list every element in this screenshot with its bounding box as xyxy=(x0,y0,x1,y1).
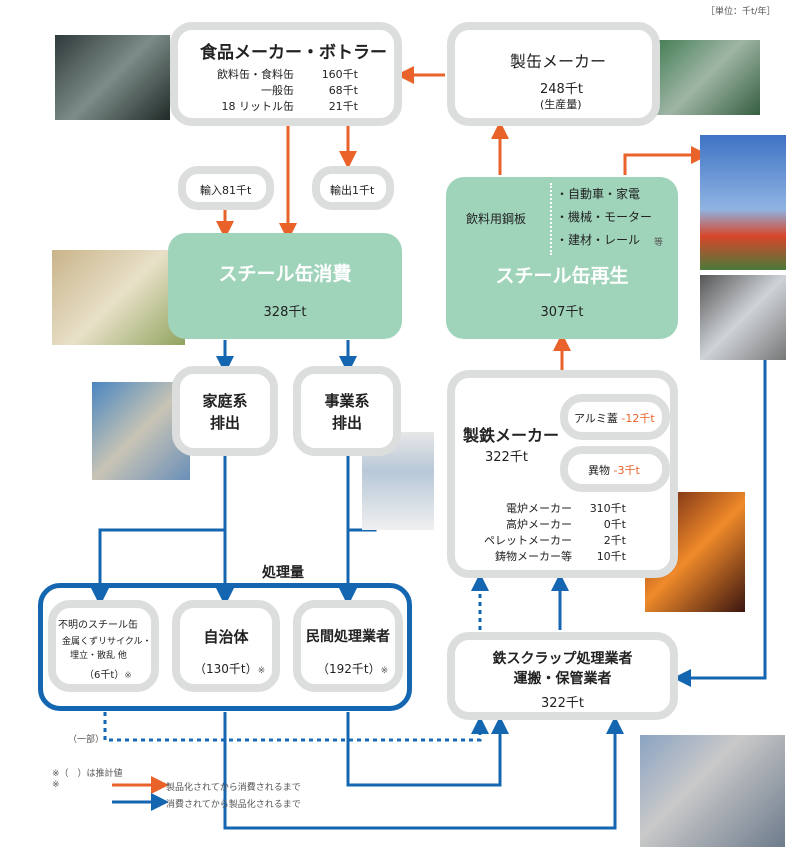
row-label: 飲料缶・食料缶 xyxy=(217,68,294,81)
children-drinking-photo xyxy=(52,250,185,345)
legend-estimate: ※（ ）は推計値 xyxy=(52,769,123,779)
etc-label: 等 xyxy=(654,238,664,248)
business-box: 事業系 排出 xyxy=(293,366,401,456)
row-label: 18 リットル缶 xyxy=(221,100,295,113)
private-box: 民間処理業者 （192千t）※ xyxy=(293,600,403,692)
unknown-sub: 金属くずリサイクル・ xyxy=(62,637,152,647)
consumption-title: スチール缶消費 xyxy=(218,263,352,285)
legend-orange: 製品化されてから消費されるまで xyxy=(166,783,301,793)
municipal-value: （130千t） xyxy=(194,662,258,676)
aluminum-box: アルミ蓋 -12千t xyxy=(560,394,670,440)
divider xyxy=(550,183,552,255)
row-value: 68千t xyxy=(328,84,358,97)
row-label: 高炉メーカー xyxy=(506,518,572,531)
use-item: ・建材・レール xyxy=(556,233,641,247)
factory-photo xyxy=(55,35,170,120)
scrap-bales-photo xyxy=(640,735,785,847)
use-item: ・自動車・家電 xyxy=(556,187,641,201)
import-label: 輸入81千t xyxy=(200,184,252,197)
recycling-value: 307千t xyxy=(540,305,584,320)
aluminum-value: -12千t xyxy=(621,412,655,425)
household-box: 家庭系 排出 xyxy=(172,366,278,456)
foreign-value: -3千t xyxy=(613,464,640,477)
steel-maker-box: 製鉄メーカー 322千t アルミ蓋 -12千t 異物 -3千t 電炉メーカー 31… xyxy=(447,370,678,578)
steel-maker-value: 322千t xyxy=(485,450,528,465)
export-label: 輸出1千t xyxy=(330,184,375,197)
can-maker-value: 248千t xyxy=(540,82,583,97)
recycling-box: 飲料用鋼板 ・自動車・家電 ・機械・モーター ・建材・レール 等 スチール缶再生… xyxy=(446,177,678,339)
row-value: 160千t xyxy=(321,68,358,81)
use-item: ・機械・モーター xyxy=(556,210,653,224)
scrap-title: 鉄スクラップ処理業者 xyxy=(492,651,633,667)
foreign-box: 異物 -3千t xyxy=(560,446,670,492)
row-value: 0千t xyxy=(603,518,626,531)
consumption-value: 328千t xyxy=(263,305,307,320)
aluminum-label: アルミ蓋 xyxy=(574,412,618,425)
row-label: 電炉メーカー xyxy=(506,502,572,515)
consumption-box: スチール缶消費 328千t xyxy=(168,233,402,339)
row-label: ペレットメーカー xyxy=(484,534,572,547)
can-maker-note: (生産量) xyxy=(540,98,582,111)
row-value: 2千t xyxy=(603,534,626,547)
partial-label: （一部） xyxy=(68,735,105,745)
processing-title: 処理量 xyxy=(262,565,304,581)
recycling-source: 飲料用鋼板 xyxy=(466,212,527,226)
private-title: 民間処理業者 xyxy=(306,629,390,645)
processing-group xyxy=(38,583,412,711)
business-label: 事業系 排出 xyxy=(324,392,370,432)
recycling-title: スチール缶再生 xyxy=(495,265,629,287)
scrap-value: 322千t xyxy=(541,696,584,711)
steel-maker-title: 製鉄メーカー xyxy=(463,426,560,445)
row-value: 310千t xyxy=(589,502,626,515)
unknown-cans-box: 不明のスチール缶 金属くずリサイクル・ 埋立・散乱 他 （6千t）※ xyxy=(48,600,159,692)
unknown-title: 不明のスチール缶 xyxy=(58,620,138,631)
legend-mark: ※ xyxy=(52,780,60,790)
row-label: 鋳物メーカー等 xyxy=(495,550,572,563)
food-maker-box: 食品メーカー・ボトラー 飲料缶・食料缶 160千t 一般缶 68千t 18 リッ… xyxy=(170,22,402,126)
import-box: 輸入81千t xyxy=(178,166,274,210)
row-value: 21千t xyxy=(328,100,358,113)
estimate-mark: ※ xyxy=(380,666,389,676)
estimate-mark: ※ xyxy=(124,671,132,681)
foreign-label: 異物 xyxy=(588,464,610,477)
can-production-photo xyxy=(650,40,760,115)
row-label: 一般缶 xyxy=(261,84,294,97)
household-label: 家庭系 排出 xyxy=(202,392,248,432)
legend-blue: 消費されてから製品化されるまで xyxy=(166,800,301,810)
private-value: （192千t） xyxy=(317,662,381,676)
municipal-box: 自治体 （130千t）※ xyxy=(172,600,280,692)
estimate-mark: ※ xyxy=(257,666,266,676)
scrap-title: 運搬・保管業者 xyxy=(513,671,612,687)
row-value: 10千t xyxy=(596,550,626,563)
can-maker-box: 製缶メーカー 248千t (生産量) xyxy=(447,22,660,126)
export-box: 輸出1千t xyxy=(312,166,394,210)
municipal-title: 自治体 xyxy=(203,628,249,646)
can-maker-title: 製缶メーカー xyxy=(510,52,607,71)
cars-photo xyxy=(700,275,786,360)
unknown-sub: 埋立・散乱 他 xyxy=(70,651,127,661)
unit-label: ［単位：千t/年］ xyxy=(706,7,776,17)
food-maker-title: 食品メーカー・ボトラー xyxy=(200,43,387,63)
tokyo-tower-photo xyxy=(700,135,786,270)
unknown-value: （6千t） xyxy=(84,670,125,681)
scrap-dealer-box: 鉄スクラップ処理業者 運搬・保管業者 322千t xyxy=(447,632,678,720)
